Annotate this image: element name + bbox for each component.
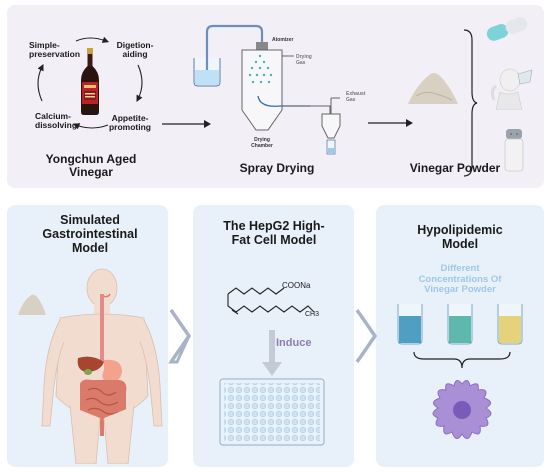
- label-exhaust-gas: Exhaust Gas: [346, 91, 366, 103]
- label-atomizer: Atomizer: [272, 37, 294, 43]
- beakers-icon: [397, 304, 523, 345]
- hepatocyte-cell-icon: [432, 380, 492, 439]
- arrow-to-powder: [368, 119, 413, 127]
- well-plate-icon: [219, 378, 325, 446]
- capsule-icon: [486, 17, 528, 41]
- brace-icon: [463, 29, 478, 177]
- beaker-blue: [397, 304, 423, 345]
- hepg2-model-title: The HepG2 High- Fat Cell Model: [223, 219, 325, 247]
- beaker-teal: [447, 304, 473, 345]
- label-drying-chamber: Drying Chamber: [251, 137, 273, 149]
- fatty-acid-structure: [227, 287, 315, 315]
- vinegar-bottle-icon: [81, 48, 99, 115]
- coona-label: COONa: [282, 281, 311, 290]
- vinegar-powder-title: Vinegar Powder: [409, 161, 501, 175]
- arrow-to-spray-drying: [162, 120, 211, 128]
- label-drying-gas: Drying Gas: [296, 54, 312, 66]
- concentrations-label: Different Concentrations Of Vinegar Powd…: [418, 263, 502, 295]
- cycle-arrow-bottom: [72, 123, 109, 130]
- ch3-label: CH3: [305, 311, 320, 318]
- vinegar-title: Yongchun Aged Vinegar: [45, 152, 137, 179]
- powder-small-icon: [18, 294, 46, 315]
- cycle-arrow-top: [75, 36, 110, 43]
- hypolipidemic-model-title: Hypolipidemic Model: [417, 223, 503, 251]
- beaker-yellow: [497, 304, 523, 345]
- bracket-bottom-icon: [413, 351, 511, 369]
- label-appetite-promoting: Appetite- promoting: [108, 113, 152, 132]
- label-simple-preservation: Simple- preservation: [29, 40, 81, 59]
- induce-arrow: [262, 330, 282, 376]
- induce-label: Induce: [276, 337, 312, 349]
- person-drinking-icon: [490, 68, 533, 110]
- human-digestive-system-icon: [41, 268, 163, 464]
- powder-pile-icon: [408, 73, 458, 104]
- label-digestion-aiding: Digetion- aiding: [116, 40, 154, 59]
- label-calcium-dissolving: Calcium- dissolving: [35, 111, 78, 130]
- cycle-arrow-right: [136, 64, 143, 102]
- benefit-cycle: [37, 36, 143, 130]
- shaker-icon: [504, 129, 524, 172]
- spray-drying-title: Spray Drying: [239, 161, 315, 175]
- spray-dryer-diagram: [193, 24, 341, 155]
- chevron-icon-1: [168, 309, 192, 364]
- chevron-icon-2: [355, 309, 378, 363]
- cycle-arrow-left: [37, 64, 44, 102]
- simulated-model-title: Simulated Gastrointestinal Model: [42, 213, 138, 255]
